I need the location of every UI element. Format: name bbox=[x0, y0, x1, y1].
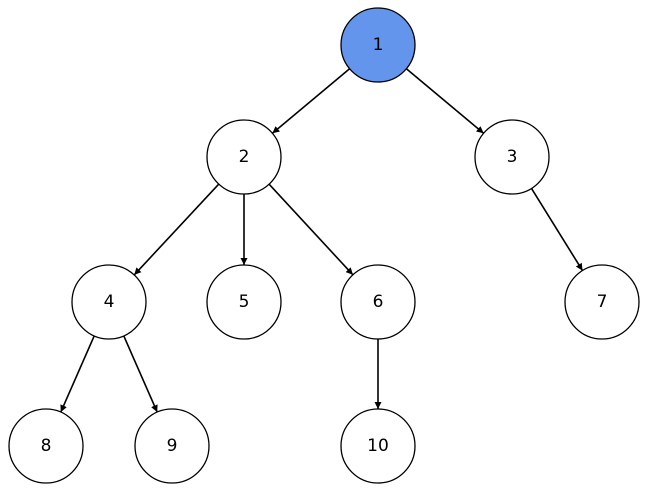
node-circle-7 bbox=[564, 264, 640, 340]
node-label-9: 9 bbox=[167, 436, 178, 456]
node-circle-5 bbox=[206, 264, 282, 340]
node-label-5: 5 bbox=[239, 292, 250, 312]
node-label-1: 1 bbox=[373, 35, 384, 55]
node-8: 8 bbox=[8, 408, 84, 484]
edge-3-7 bbox=[530, 187, 584, 272]
node-1: 1 bbox=[340, 7, 416, 83]
node-circle-2 bbox=[206, 119, 282, 195]
node-label-6: 6 bbox=[373, 292, 384, 312]
edge-4-8 bbox=[60, 335, 95, 413]
node-label-10: 10 bbox=[367, 436, 389, 456]
node-10: 10 bbox=[340, 408, 416, 484]
edge-2-6 bbox=[268, 183, 354, 276]
node-label-8: 8 bbox=[41, 436, 52, 456]
edges-layer bbox=[60, 68, 584, 413]
edge-1-3 bbox=[405, 68, 485, 134]
node-4: 4 bbox=[71, 264, 147, 340]
node-7: 7 bbox=[564, 264, 640, 340]
edge-2-4 bbox=[133, 183, 220, 276]
node-circle-3 bbox=[474, 119, 550, 195]
edge-4-9 bbox=[123, 335, 158, 413]
node-2: 2 bbox=[206, 119, 282, 195]
node-6: 6 bbox=[340, 264, 416, 340]
node-circle-9 bbox=[134, 408, 210, 484]
node-circle-10 bbox=[340, 408, 416, 484]
edge-1-2 bbox=[271, 68, 351, 134]
node-circle-8 bbox=[8, 408, 84, 484]
node-circle-4 bbox=[71, 264, 147, 340]
node-circle-6 bbox=[340, 264, 416, 340]
node-circle-1 bbox=[340, 7, 416, 83]
node-3: 3 bbox=[474, 119, 550, 195]
node-label-7: 7 bbox=[597, 292, 608, 312]
node-9: 9 bbox=[134, 408, 210, 484]
node-5: 5 bbox=[206, 264, 282, 340]
nodes-layer: 1 2 3 4 5 6 7 8 9 10 bbox=[8, 7, 640, 484]
node-label-2: 2 bbox=[239, 147, 250, 167]
node-label-4: 4 bbox=[104, 292, 115, 312]
node-label-3: 3 bbox=[507, 147, 518, 167]
